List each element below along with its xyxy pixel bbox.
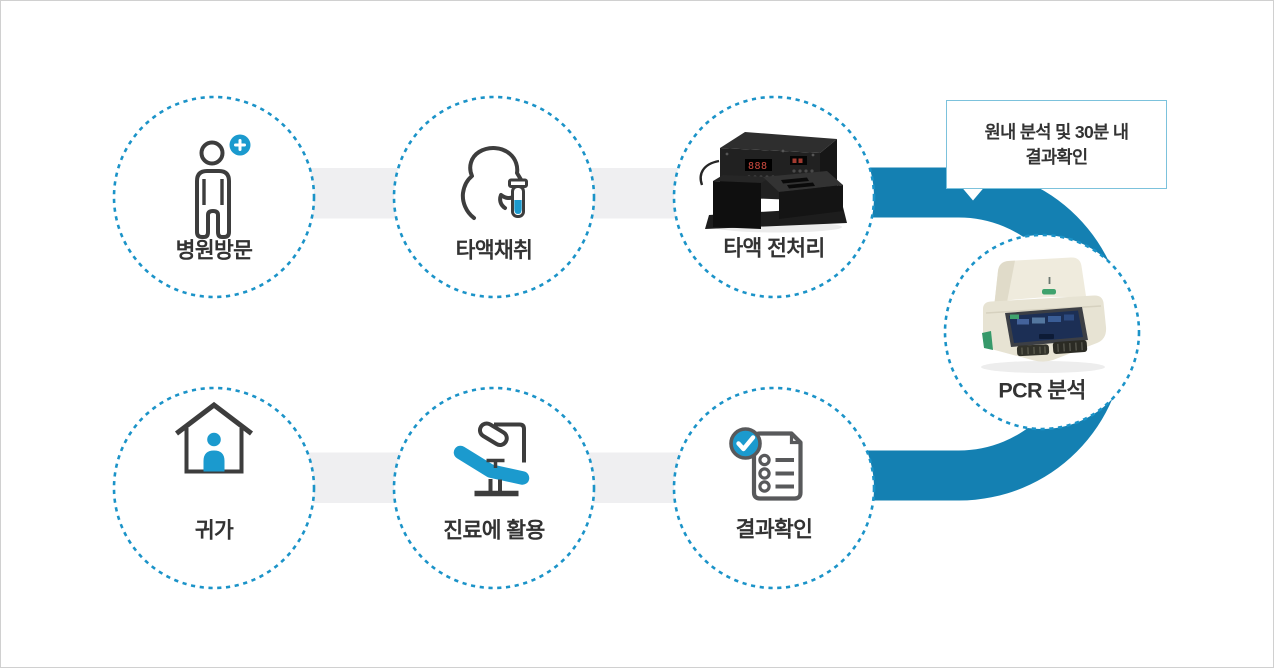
dental-chair-seat: [453, 445, 530, 485]
house-with-person-icon: [174, 401, 254, 474]
pcr-thermocycler-machine-image: [981, 257, 1107, 373]
label-saliva-pretreatment: 타액 전처리: [723, 236, 825, 261]
connector-bottom-2: [581, 452, 687, 503]
label-hospital-visit: 병원방문: [175, 238, 253, 263]
label-check-results: 결과확인: [735, 517, 813, 542]
circle-use-in-treatment: [392, 386, 596, 590]
callout-line-1: 원내 분석 및 30분 내: [984, 121, 1129, 142]
person-with-medical-cross-icon: [195, 134, 251, 239]
callout-line-2: 결과확인: [1025, 146, 1089, 167]
label-return-home: 귀가: [194, 518, 234, 543]
test-tube-liquid: [514, 200, 522, 214]
step-connectors: [301, 168, 687, 503]
circle-return-home: [112, 386, 316, 590]
callout-tail: [962, 187, 984, 201]
head-profile-with-test-tube-icon: [460, 146, 528, 220]
circle-saliva-collection: [392, 95, 596, 299]
machine-led-display: 888: [748, 161, 768, 172]
dental-lamp-head: [477, 421, 509, 447]
circle-hospital-visit: [112, 95, 316, 299]
house-person-head: [207, 432, 221, 447]
checklist-with-checkmark-icon: [729, 427, 803, 501]
connector-top-2: [581, 168, 687, 219]
callout-box: 원내 분석 및 30분 내 결과확인: [946, 100, 1167, 189]
connector-top-1: [301, 168, 407, 219]
house-person-body: [203, 450, 225, 472]
label-use-in-treatment: 진료에 활용: [443, 518, 545, 543]
dental-chair-with-lamp-icon: [453, 421, 530, 497]
label-saliva-collection: 타액채취: [455, 238, 533, 263]
connector-bottom-1: [301, 452, 407, 503]
pcr-lid-green-button: [1042, 289, 1056, 295]
black-pretreatment-machine-image: 888: [699, 132, 847, 233]
label-pcr-analysis: PCR 분석: [998, 378, 1086, 403]
step-circles: [112, 95, 1141, 590]
